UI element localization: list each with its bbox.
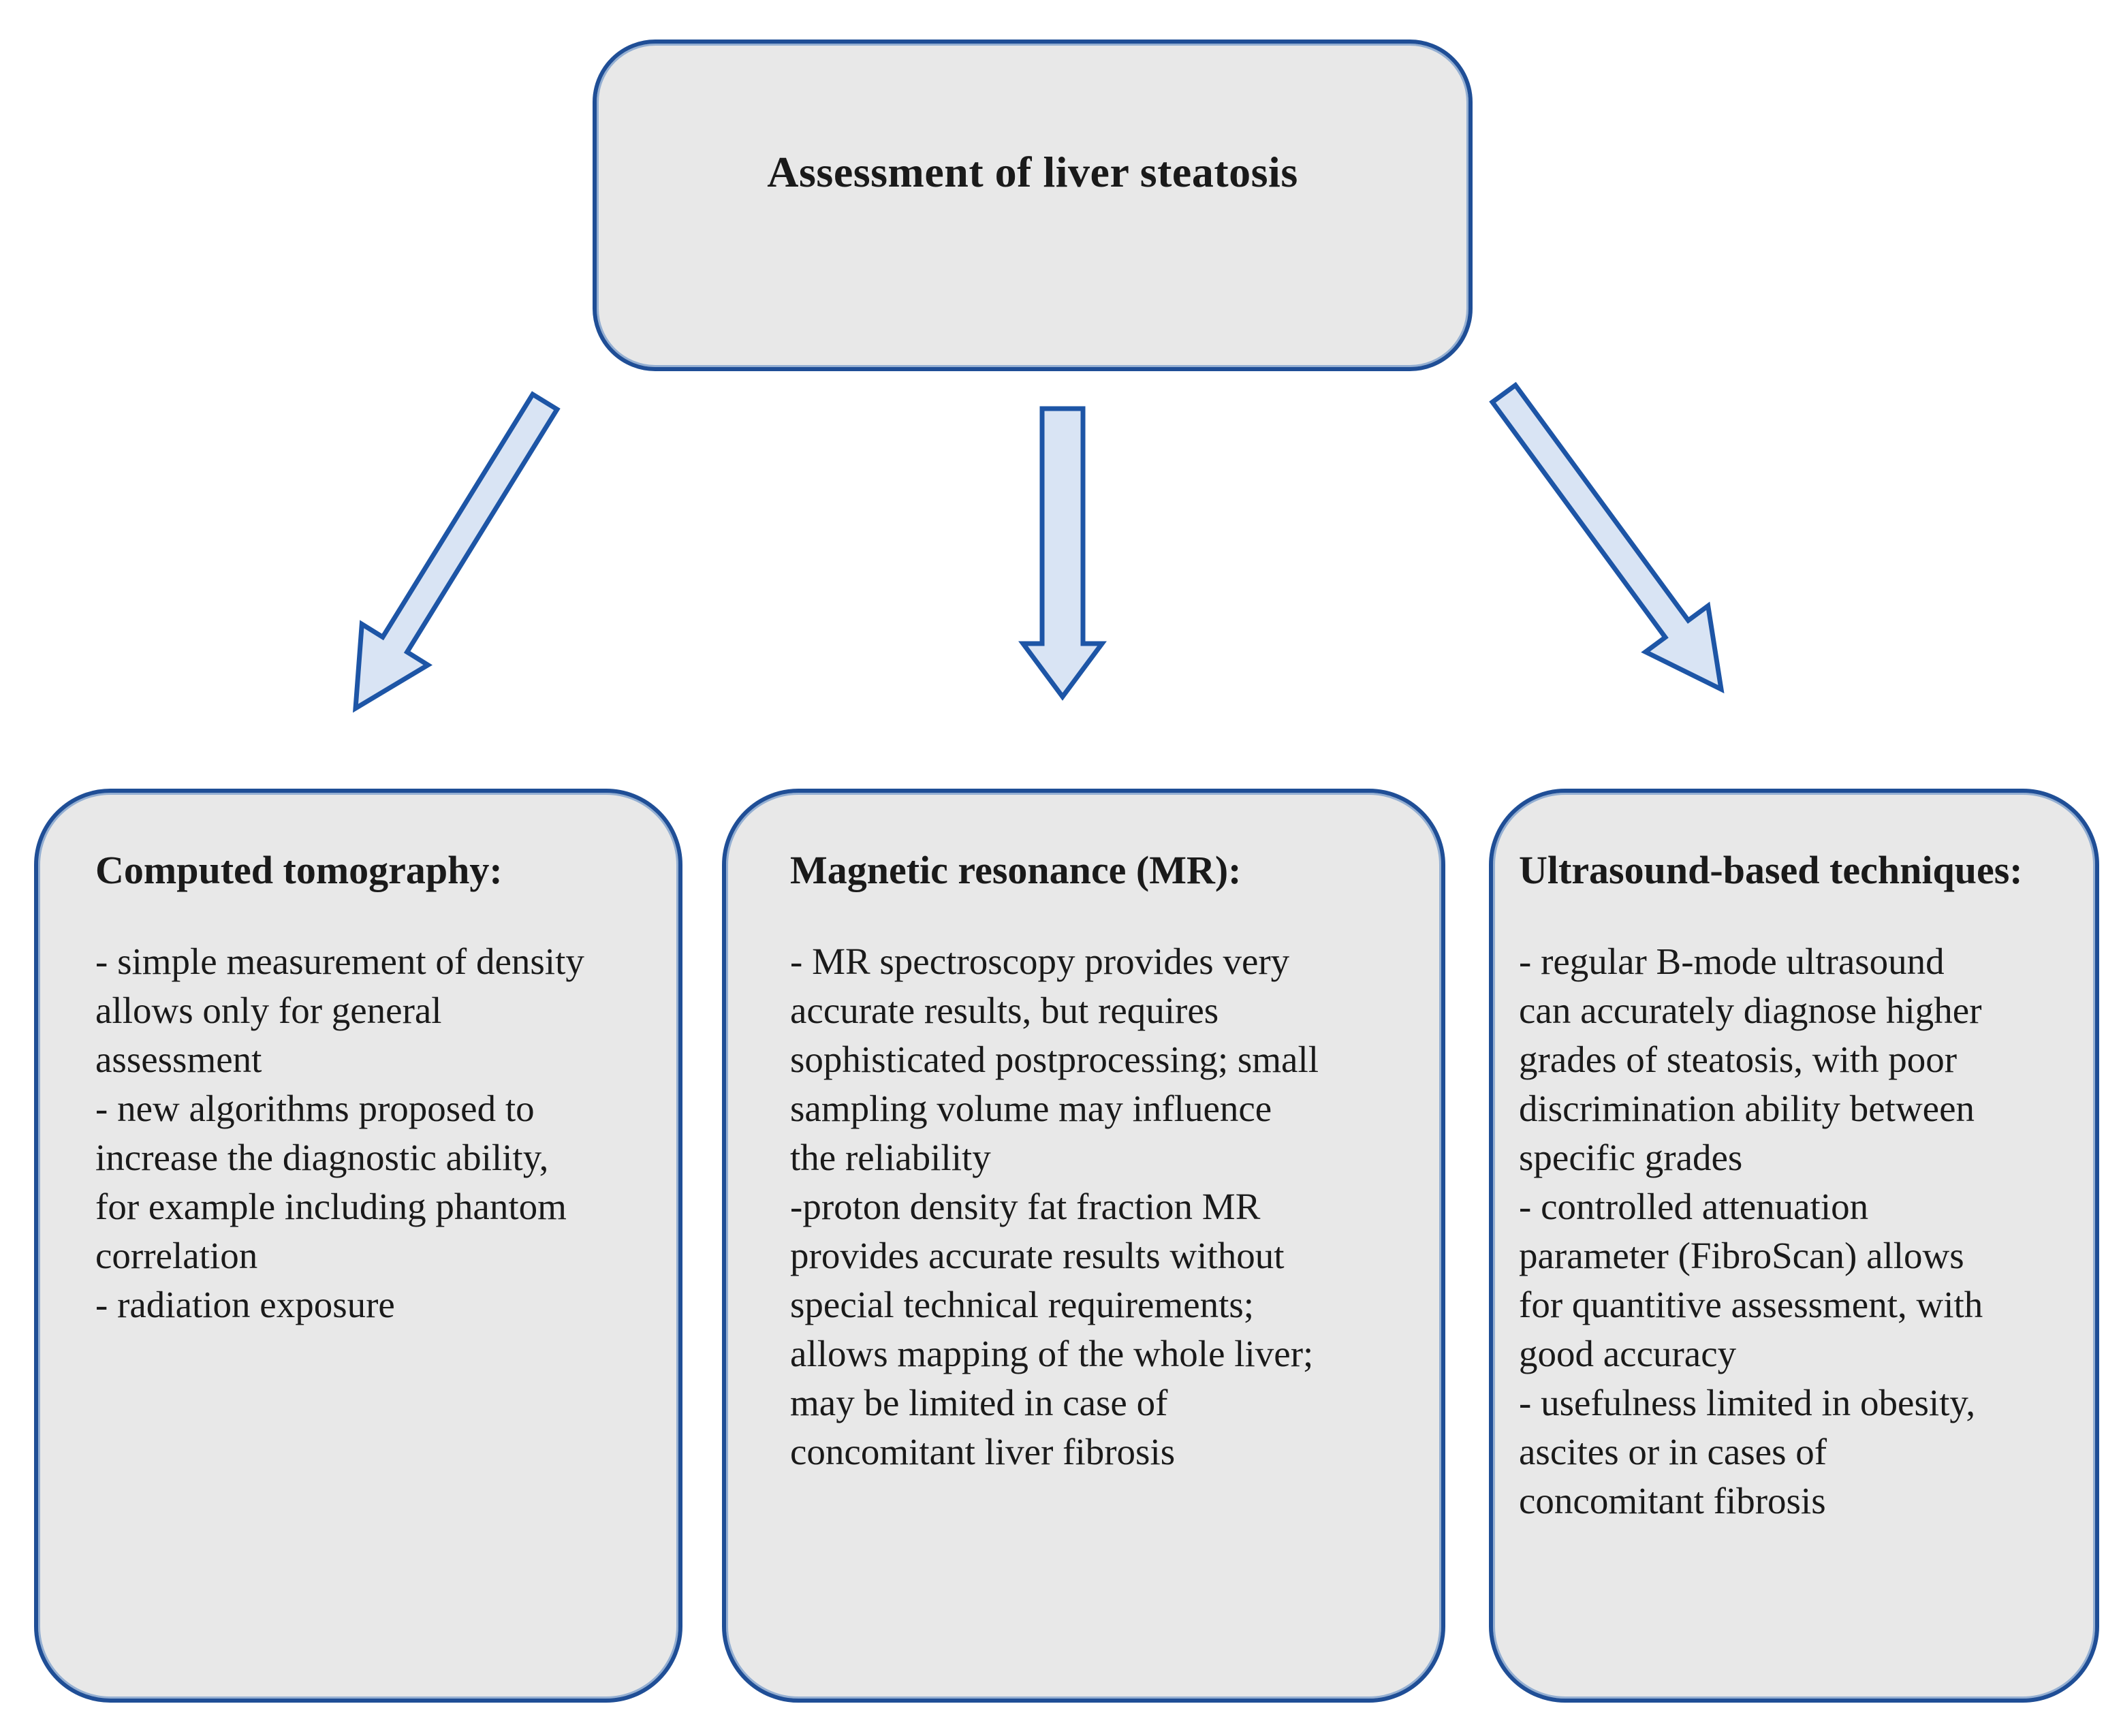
arrow-down-right-icon — [1489, 381, 1725, 694]
title-node: Assessment of liver steatosis — [593, 40, 1473, 371]
body-line: concomitant fibrosis — [1519, 1480, 1826, 1521]
arrow-down-left-icon — [353, 391, 561, 713]
body-line: increase the diagnostic ability, — [95, 1137, 549, 1178]
body-line: - simple measurement of density — [95, 941, 584, 982]
computed-tomography-node: Computed tomography: - simple measuremen… — [34, 789, 682, 1703]
body-line: accurate results, but requires — [790, 990, 1219, 1031]
body-line: correlation — [95, 1235, 258, 1276]
body-line: the reliability — [790, 1137, 991, 1178]
body-line: specific grades — [1519, 1137, 1743, 1178]
body-line: provides accurate results without — [790, 1235, 1285, 1276]
body-line: assessment — [95, 1039, 262, 1080]
magnetic-resonance-node: Magnetic resonance (MR): - MR spectrosco… — [722, 789, 1445, 1703]
magnetic-resonance-body: - MR spectroscopy provides very accurate… — [790, 937, 1441, 1477]
body-line: can accurately diagnose higher — [1519, 990, 1982, 1031]
body-line: sampling volume may influence — [790, 1088, 1272, 1129]
computed-tomography-heading: Computed tomography: — [95, 848, 503, 892]
body-line: may be limited in case of — [790, 1382, 1168, 1423]
body-line: discrimination ability between — [1519, 1088, 1975, 1129]
body-line: for quantitive assessment, with — [1519, 1284, 1983, 1325]
ultrasound-techniques-body: - regular B-mode ultrasound can accurate… — [1519, 937, 2095, 1526]
ultrasound-techniques-heading: Ultrasound-based techniques: — [1519, 848, 2023, 892]
body-line: for example including phantom — [95, 1186, 567, 1227]
arrow-down-icon — [1018, 406, 1107, 701]
body-line: special technical requirements; — [790, 1284, 1255, 1325]
body-line: parameter (FibroScan) allows — [1519, 1235, 1964, 1276]
body-line: -proton density fat fraction MR — [790, 1186, 1261, 1227]
body-line: - radiation exposure — [95, 1284, 395, 1325]
body-line: - MR spectroscopy provides very — [790, 941, 1290, 982]
body-line: - new algorithms proposed to — [95, 1088, 535, 1129]
diagram-title: Assessment of liver steatosis — [767, 148, 1298, 196]
body-line: allows mapping of the whole liver; — [790, 1333, 1314, 1374]
body-line: concomitant liver fibrosis — [790, 1431, 1176, 1472]
computed-tomography-body: - simple measurement of density allows o… — [95, 937, 678, 1329]
body-line: good accuracy — [1519, 1333, 1737, 1374]
body-line: sophisticated postprocessing; small — [790, 1039, 1319, 1080]
body-line: grades of steatosis, with poor — [1519, 1039, 1958, 1080]
body-line: ascites or in cases of — [1519, 1431, 1827, 1472]
body-line: - regular B-mode ultrasound — [1519, 941, 1945, 982]
magnetic-resonance-heading: Magnetic resonance (MR): — [790, 848, 1242, 892]
body-line: allows only for general — [95, 990, 442, 1031]
ultrasound-techniques-node: Ultrasound-based techniques: - regular B… — [1489, 789, 2099, 1703]
body-line: - usefulness limited in obesity, — [1519, 1382, 1976, 1423]
body-line: - controlled attenuation — [1519, 1186, 1869, 1227]
